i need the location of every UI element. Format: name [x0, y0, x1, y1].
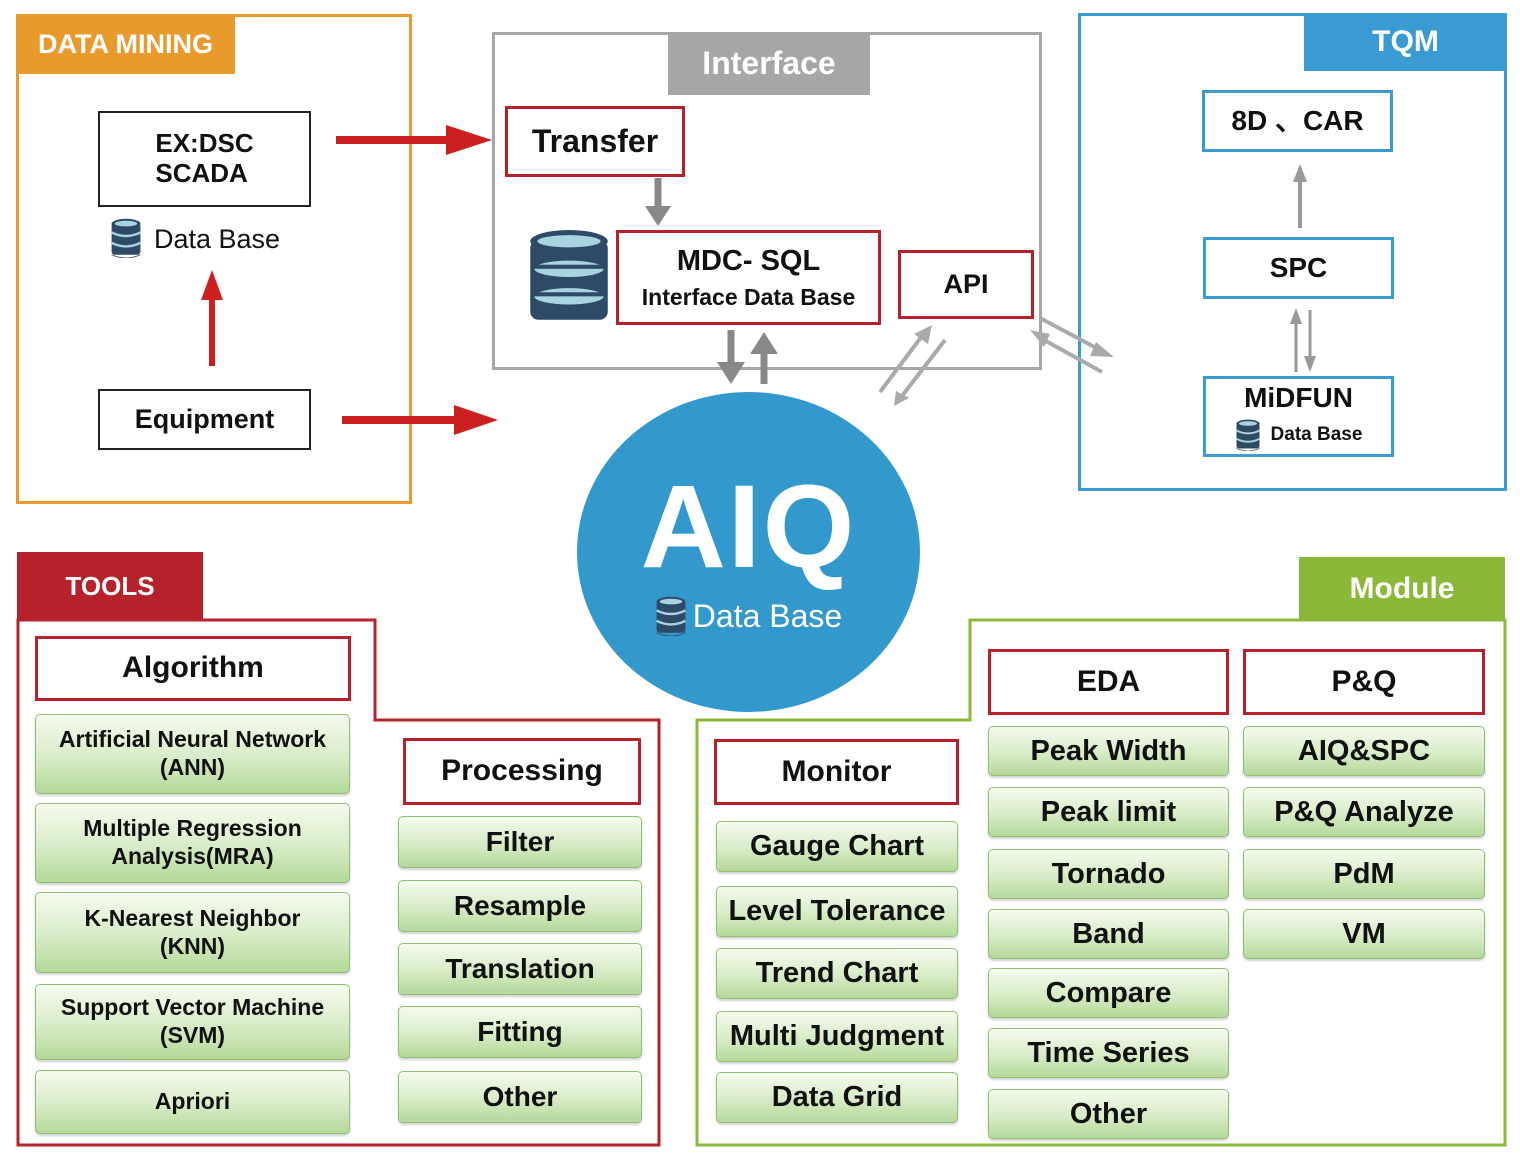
- processing-item[interactable]: Resample: [398, 880, 642, 932]
- processing-item[interactable]: Translation: [398, 943, 642, 995]
- tqm-panel: [1078, 13, 1507, 491]
- mdc-sql-label: MDC- SQL: [676, 244, 821, 277]
- eda-header: EDA: [988, 649, 1229, 715]
- eda-item[interactable]: Peak Width: [988, 726, 1229, 776]
- gray-arrow: [878, 325, 932, 394]
- pq-item[interactable]: P&Q Analyze: [1243, 787, 1485, 837]
- processing-item[interactable]: Other: [398, 1071, 642, 1123]
- eda-item[interactable]: Band: [988, 909, 1229, 959]
- midfun-label: MiDFUN: [1244, 382, 1353, 414]
- midfun-box[interactable]: MiDFUN Data Base: [1203, 376, 1394, 457]
- algorithm-item[interactable]: Multiple Regression Analysis(MRA): [35, 803, 350, 883]
- pq-item[interactable]: VM: [1243, 909, 1485, 959]
- algorithm-item[interactable]: Apriori: [35, 1070, 350, 1134]
- midfun-db-label: Data Base: [1270, 423, 1363, 445]
- processing-item[interactable]: Filter: [398, 816, 642, 868]
- gray-arrow: [717, 330, 745, 384]
- gray-arrow: [1293, 164, 1307, 228]
- gray-arrow: [894, 338, 947, 406]
- api-box[interactable]: API: [898, 250, 1034, 319]
- algorithm-item[interactable]: Artificial Neural Network (ANN): [35, 714, 350, 794]
- eda-item[interactable]: Time Series: [988, 1028, 1229, 1078]
- aiq-hub[interactable]: [577, 392, 920, 712]
- pq-item[interactable]: AIQ&SPC: [1243, 726, 1485, 776]
- eda-item[interactable]: Peak limit: [988, 787, 1229, 837]
- monitor-header: Monitor: [714, 739, 959, 805]
- eda-item[interactable]: Compare: [988, 968, 1229, 1018]
- algorithm-header: Algorithm: [35, 636, 351, 701]
- processing-header: Processing: [403, 738, 641, 805]
- eda-item[interactable]: Other: [988, 1089, 1229, 1139]
- equipment-box[interactable]: Equipment: [98, 389, 311, 450]
- monitor-item[interactable]: Data Grid: [716, 1072, 958, 1123]
- red-arrow: [342, 405, 498, 435]
- algorithm-item[interactable]: K-Nearest Neighbor (KNN): [35, 892, 350, 973]
- monitor-item[interactable]: Multi Judgment: [716, 1011, 958, 1062]
- eda-item[interactable]: Tornado: [988, 849, 1229, 899]
- algorithm-item[interactable]: Support Vector Machine (SVM): [35, 984, 350, 1060]
- gray-arrow: [750, 332, 778, 384]
- aiq-db-label: Data Base: [692, 597, 843, 634]
- car-box[interactable]: 8D 、CAR: [1202, 90, 1393, 152]
- data-mining-title: DATA MINING: [16, 14, 235, 74]
- gray-arrow: [1039, 316, 1114, 357]
- interface-title: Interface: [668, 32, 870, 95]
- mdc-sql-box[interactable]: MDC- SQL Interface Data Base: [616, 230, 881, 325]
- red-arrow: [201, 270, 223, 366]
- midfun-db-row: Data Base: [1235, 419, 1363, 451]
- gray-arrow: [1304, 310, 1316, 372]
- data-mining-db-label: Data Base: [154, 224, 281, 254]
- mdc-sql-sublabel: Interface Data Base: [641, 283, 856, 310]
- scada-source-box[interactable]: EX:DSC SCADA: [98, 111, 311, 207]
- aiq-db-row: Data Base: [577, 596, 920, 636]
- tqm-title: TQM: [1304, 13, 1507, 71]
- red-arrow: [336, 125, 492, 155]
- monitor-item[interactable]: Gauge Chart: [716, 821, 958, 872]
- gray-arrow: [1030, 330, 1103, 374]
- pq-item[interactable]: PdM: [1243, 849, 1485, 899]
- monitor-item[interactable]: Trend Chart: [716, 948, 958, 999]
- spc-box[interactable]: SPC: [1203, 237, 1394, 299]
- pq-header: P&Q: [1243, 649, 1485, 715]
- aiq-title: AIQ: [640, 461, 857, 593]
- module-title: Module: [1299, 557, 1505, 620]
- monitor-item[interactable]: Level Tolerance: [716, 886, 958, 937]
- gray-arrow: [1290, 308, 1302, 372]
- transfer-box[interactable]: Transfer: [505, 106, 685, 177]
- gray-arrow: [645, 178, 671, 226]
- processing-item[interactable]: Fitting: [398, 1006, 642, 1058]
- tools-title: TOOLS: [17, 552, 203, 621]
